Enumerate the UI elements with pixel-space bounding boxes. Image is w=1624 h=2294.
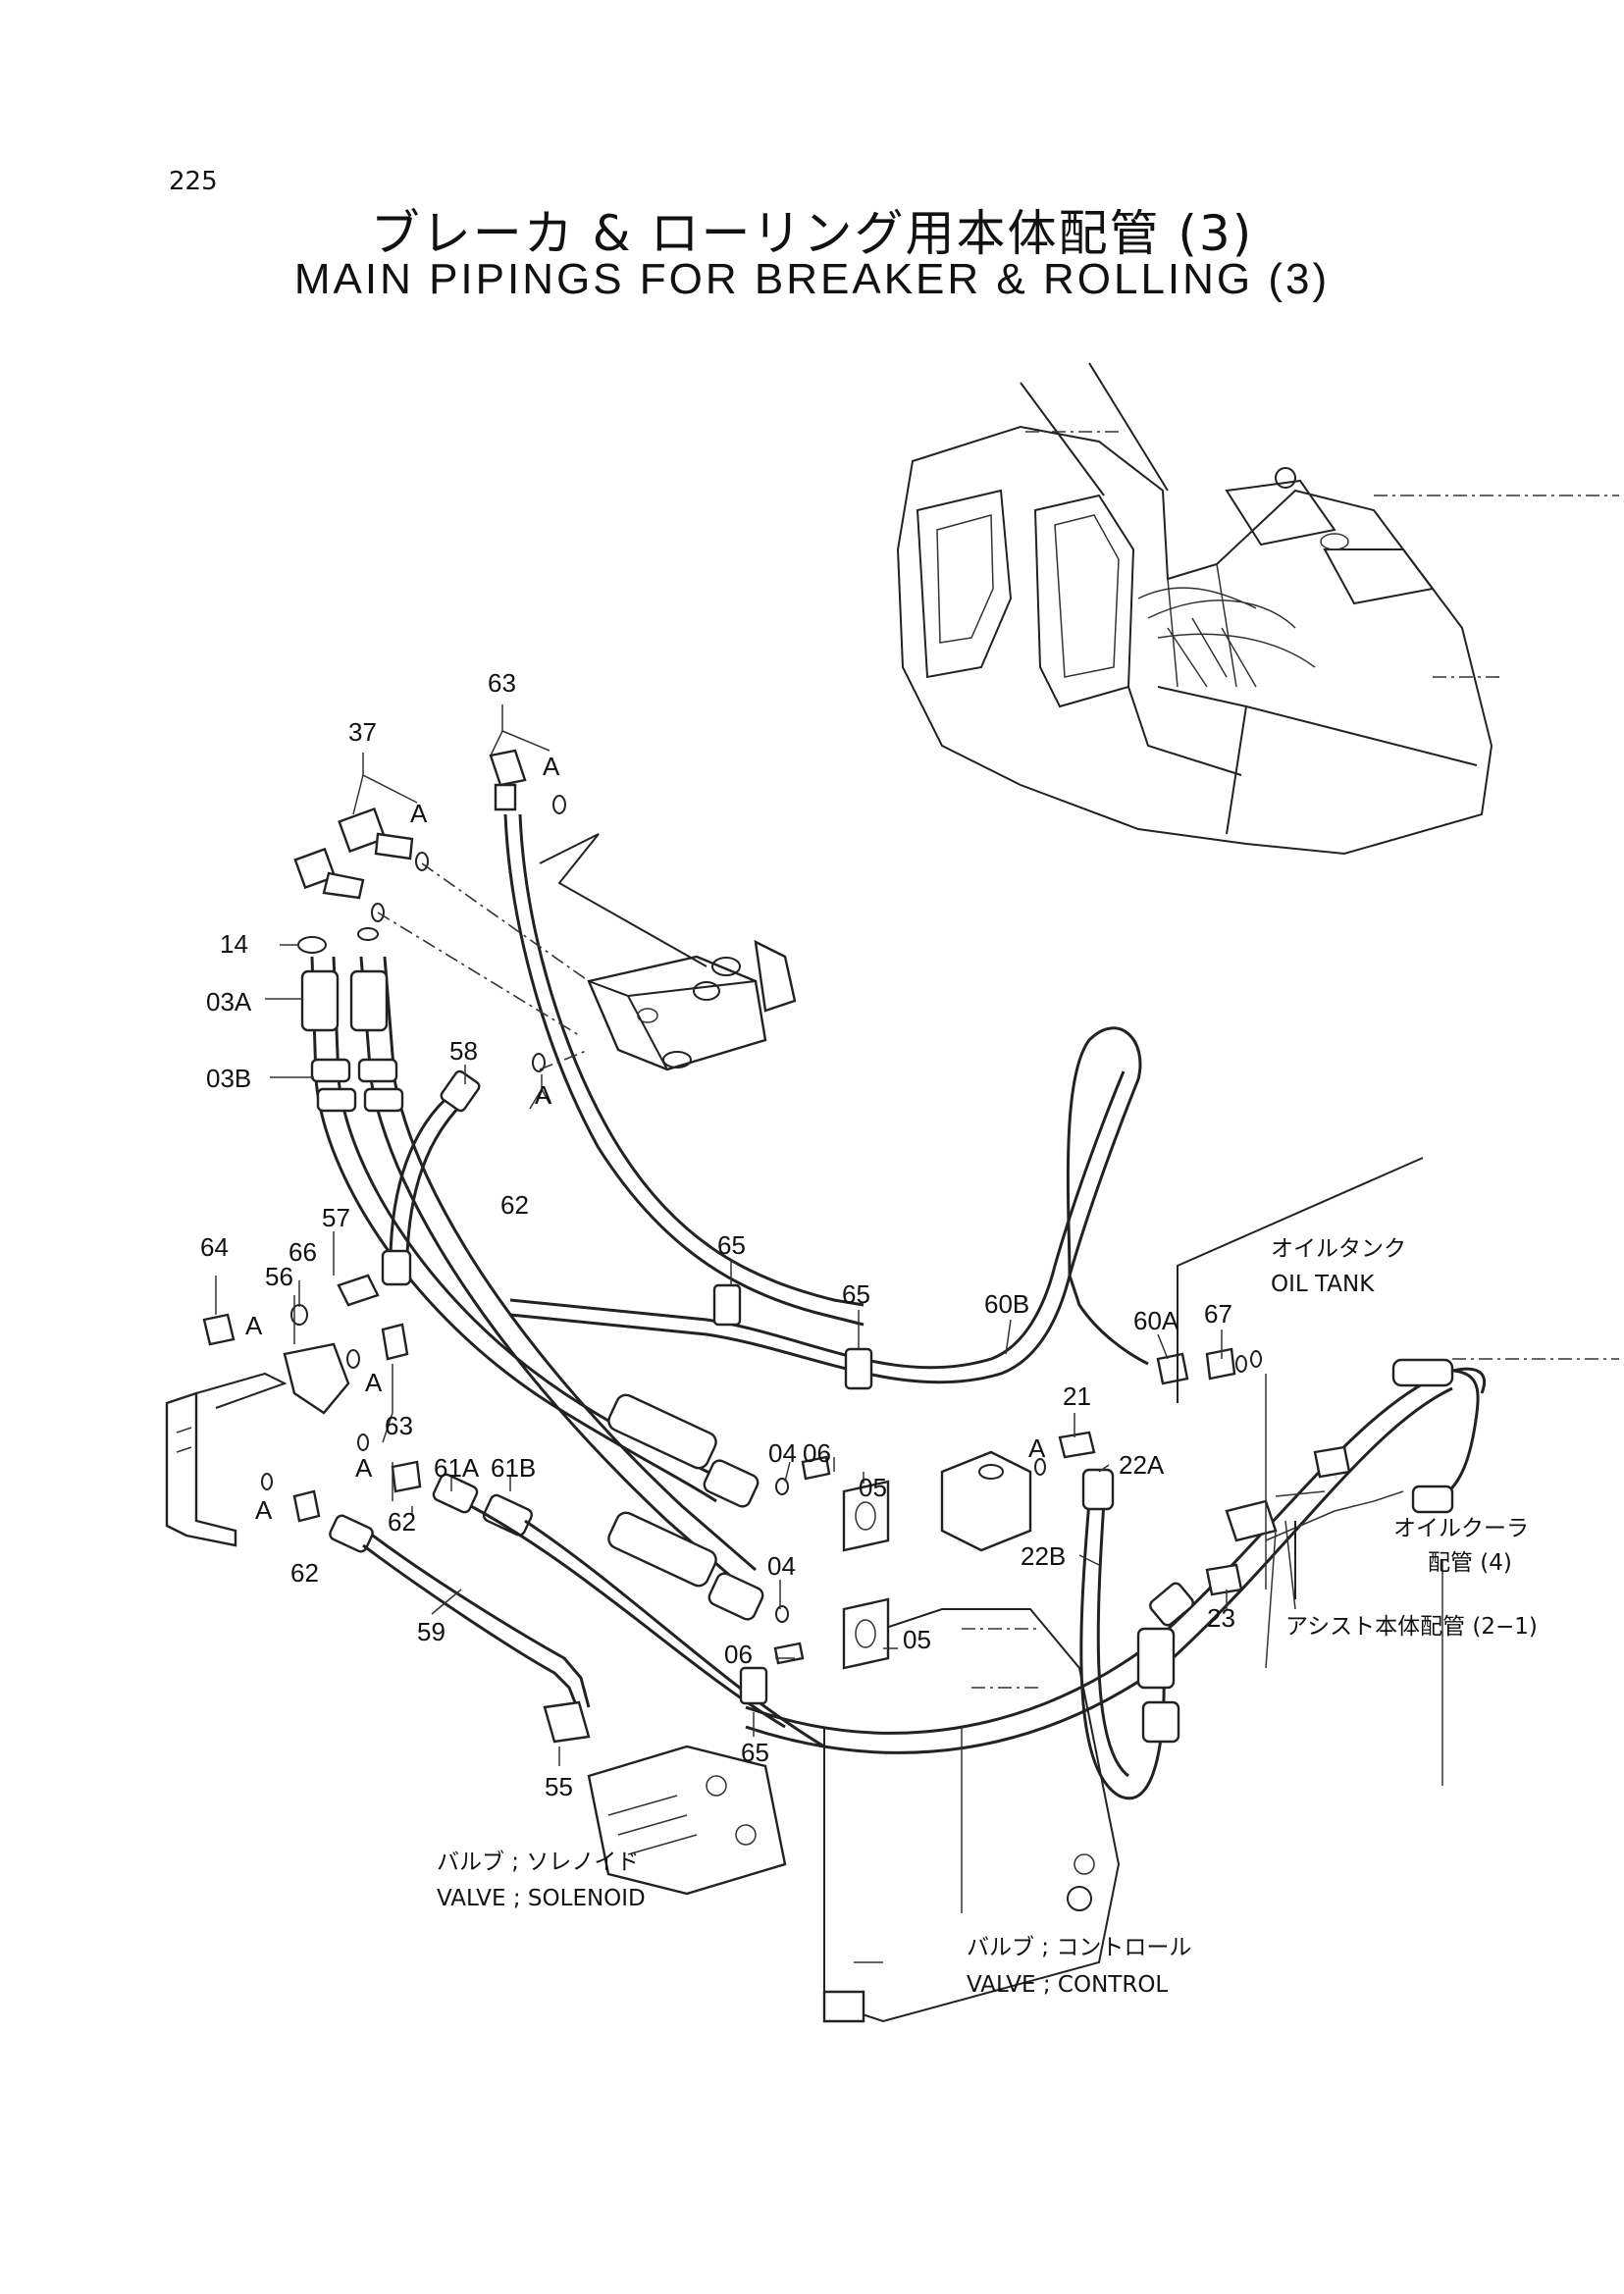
label-64: 64 [200,1232,229,1262]
clamps-65 [712,1283,873,1705]
label-59: 59 [417,1617,445,1646]
label-63-top: 63 [488,668,516,698]
label-23: 23 [1207,1603,1235,1633]
left-small-parts [165,1274,422,1547]
label-62-left: 62 [290,1558,319,1588]
label-A-3: A [535,1080,552,1110]
note-oil-tank-jp: オイルタンク [1271,1236,1406,1262]
label-65-c: 65 [741,1738,769,1767]
title-japanese: ブレーカ & ローリング用本体配管 (3) [370,205,1254,262]
label-A-7: A [255,1495,273,1525]
label-04-a: 04 [768,1438,797,1468]
o-rings [297,795,566,1072]
solenoid-valve [543,1700,787,1896]
label-05-a: 05 [859,1473,887,1502]
note-oil-tank-en: OIL TANK [1271,1272,1375,1297]
note-control-en: VALVE ; CONTROL [967,1972,1168,1998]
label-60A: 60A [1133,1306,1179,1335]
label-56: 56 [265,1262,293,1291]
note-solenoid-jp: バルブ ; ソレノイド [437,1850,639,1875]
label-61B: 61B [491,1453,536,1483]
fitting-37-group [293,749,527,900]
label-21: 21 [1063,1382,1091,1411]
leader-lines [215,704,1619,1786]
title-english: MAIN PIPINGS FOR BREAKER & ROLLING (3) [293,255,1331,303]
note-solenoid-en: VALVE ; SOLENOID [437,1886,646,1911]
label-14: 14 [220,929,248,959]
label-58: 58 [449,1036,478,1066]
component-notes: オイルタンク OIL TANK オイルクーラ 配管 (4) アシスト本体配管 (… [437,1236,1538,1998]
label-37: 37 [348,717,377,747]
part-labels: 63 37 14 03A 03B 58 62 64 66 57 56 63 61… [200,668,1235,1801]
note-assist-pipe: アシスト本体配管 (2−1) [1285,1614,1538,1640]
excavator-overview [896,362,1619,856]
label-06-b: 06 [724,1640,753,1669]
label-22B: 22B [1021,1541,1066,1571]
label-A-2: A [410,799,428,828]
label-A-8: A [1028,1434,1046,1463]
flanges-05 [773,1455,890,1670]
label-65-b: 65 [842,1279,870,1309]
label-55: 55 [545,1772,573,1801]
label-A-6: A [355,1453,373,1483]
label-A-4: A [245,1311,263,1340]
manifold-block [587,939,797,1071]
hoses [300,813,1486,1800]
label-04-b: 04 [767,1551,796,1581]
label-57: 57 [322,1203,350,1232]
label-63-mid: 63 [385,1411,413,1440]
label-03A: 03A [206,987,252,1017]
label-60B: 60B [984,1289,1029,1319]
label-61A: 61A [434,1453,480,1483]
label-06-a: 06 [803,1438,831,1468]
label-67: 67 [1204,1299,1232,1329]
label-62-top: 62 [500,1190,529,1220]
right-fittings [1156,1347,1404,1596]
label-03B: 03B [206,1064,251,1093]
note-control-jp: バルブ ; コントロール [967,1935,1191,1960]
label-05-b: 05 [903,1625,931,1654]
label-65-a: 65 [717,1230,746,1260]
control-valve [822,1608,1121,2023]
label-22A: 22A [1119,1450,1165,1480]
label-A-1: A [543,752,560,781]
label-66: 66 [288,1237,317,1267]
note-oil-cooler-jp: オイルクーラ [1393,1516,1529,1541]
label-62-mid: 62 [388,1507,416,1537]
note-oil-cooler-pipe: 配管 (4) [1428,1550,1512,1576]
page-number: 225 [169,167,218,196]
label-A-5: A [365,1368,383,1397]
block-21 [940,1431,1096,1552]
